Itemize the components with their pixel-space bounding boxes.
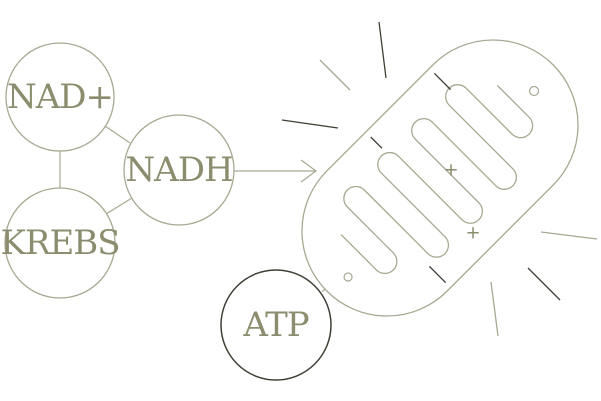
arrow-nadh-to-mitochondrion: [234, 159, 318, 183]
node-nad-plus: NAD+: [5, 42, 115, 152]
mitochondrion-accent-3: [370, 136, 383, 149]
node-nad-plus-label: NAD+: [7, 77, 113, 117]
mitochondrion-plus-1: +: [443, 160, 458, 181]
energy-rays: [281, 21, 598, 337]
energy-ray-4: [540, 231, 598, 240]
connector-nad-nadh: [104, 125, 131, 144]
mitochondrion: [301, 39, 579, 317]
mitochondrion-accent-2: [433, 72, 452, 91]
mitochondrion-plus-2: +: [465, 223, 480, 244]
mitochondrion-granule-2: [528, 85, 540, 97]
mitochondrion-accent-1: [428, 265, 447, 284]
mitochondrion-outer-membrane: [301, 39, 579, 317]
node-krebs: KREBS: [0, 187, 121, 299]
node-nad-plus-circle: [5, 42, 115, 152]
node-atp-circle: [220, 269, 332, 381]
energy-ray-1: [378, 21, 387, 79]
energy-ray-6: [490, 281, 499, 337]
node-atp: ATP: [220, 269, 332, 381]
mitochondrion-granule-1: [343, 272, 353, 282]
node-nadh-label: NADH: [125, 150, 232, 190]
energy-ray-3: [281, 119, 339, 129]
node-atp-label: ATP: [242, 305, 308, 345]
node-krebs-circle: [4, 187, 116, 299]
node-krebs-label: KREBS: [0, 223, 119, 263]
connector-krebs-nadh: [105, 197, 133, 215]
energy-ray-2: [319, 59, 351, 91]
node-nadh: NADH: [123, 114, 235, 226]
energy-ray-5: [527, 267, 561, 301]
node-nadh-circle: [123, 114, 235, 226]
mitochondrion-cristae: [340, 84, 534, 275]
